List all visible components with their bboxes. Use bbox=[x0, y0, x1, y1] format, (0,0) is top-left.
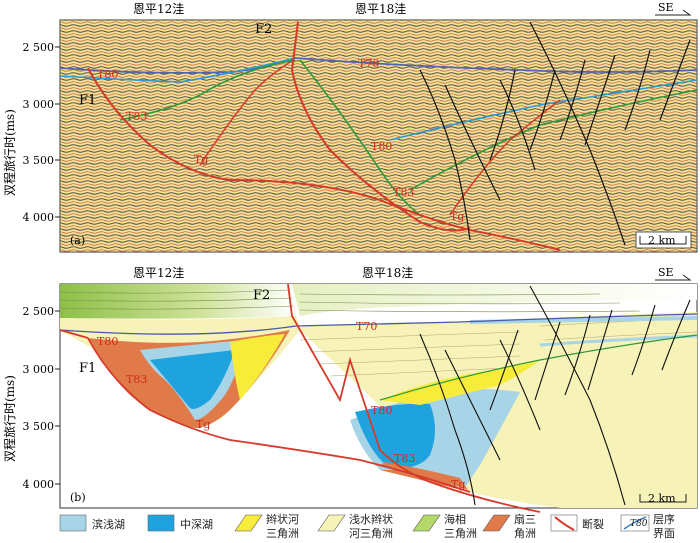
legend-label-deep-lake: 中深湖 bbox=[180, 518, 213, 531]
panel-b-label-tg-right: Tg bbox=[451, 478, 465, 491]
panel-a-horizon-t80-left bbox=[59, 57, 296, 83]
panel-b-ytick: 4 000 bbox=[23, 478, 55, 491]
panel-b-scale-bar bbox=[639, 494, 687, 503]
panel-a-sag-left-label: 恩平12洼 bbox=[133, 2, 184, 16]
panel-a-scale-bar bbox=[639, 236, 687, 245]
legend-swatch-deep-lake bbox=[147, 514, 175, 532]
panel-b-fault-f1 bbox=[87, 337, 471, 493]
panel-b-label-t70: T70 bbox=[356, 320, 377, 333]
panel-a-label-tg-left: Tg bbox=[194, 153, 208, 166]
legend-label-shore-lake: 滨浅湖 bbox=[92, 517, 125, 531]
panel-a-label-t70: T70 bbox=[358, 57, 379, 70]
panel-b: 恩平12洼 恩平18洼 SE bbox=[2, 266, 698, 513]
legend-swatch-shore-lake bbox=[59, 514, 87, 532]
panel-b-horizon-t70 bbox=[59, 313, 698, 335]
panel-b-fault-f2 bbox=[299, 329, 541, 513]
legend-label-sequence-boundary: 层序 bbox=[653, 512, 675, 526]
panel-a: 恩平12洼 恩平18洼 SE F2 bbox=[2, 1, 698, 253]
panel-b-fan-delta-right bbox=[380, 462, 468, 490]
panel-b-normal-faults bbox=[419, 285, 691, 506]
panel-a-horizon-t83-right bbox=[409, 89, 698, 191]
panel-a-direction-arrow-icon bbox=[655, 9, 692, 16]
panel-a-label-t80-left: T80 bbox=[97, 68, 118, 81]
panel-a-seismic-section bbox=[59, 19, 698, 253]
svg-text:角洲: 角洲 bbox=[514, 527, 536, 540]
svg-text:河三角洲: 河三角洲 bbox=[349, 527, 393, 540]
panel-b-label-t83-left: T83 bbox=[126, 373, 147, 386]
legend-label-fan-delta: 扇三 bbox=[514, 512, 536, 526]
legend-label-braided-delta: 辫状河 bbox=[266, 512, 299, 526]
panel-b-label-t80-right: T80 bbox=[371, 404, 392, 417]
panel-a-normal-faults bbox=[419, 21, 691, 246]
legend-label-fault: 断裂 bbox=[582, 517, 604, 531]
panel-b-ytick: 3 500 bbox=[23, 420, 55, 433]
panel-a-fault-label-f2: F2 bbox=[255, 22, 272, 37]
legend-swatch-fault bbox=[554, 516, 575, 531]
panel-b-sag-right-label: 恩平18洼 bbox=[362, 266, 413, 280]
panel-a-horizon-t70 bbox=[59, 57, 698, 74]
panel-a-scale-label: 2 km bbox=[648, 234, 676, 247]
panel-a-y-axis-title: 双程旅行时(ms) bbox=[2, 109, 17, 196]
legend-label-marine-delta: 海相 bbox=[444, 512, 466, 526]
panel-a-fault-label-f1: F1 bbox=[79, 93, 96, 108]
panel-b-deep-lake-right bbox=[355, 403, 435, 469]
panel-a-label-t80-right: T80 bbox=[371, 140, 392, 153]
panel-a-sag-right-label: 恩平18洼 bbox=[355, 2, 406, 16]
panel-a-direction-label: SE bbox=[658, 1, 674, 14]
panel-b-braided-delta bbox=[380, 360, 540, 405]
panel-b-label-t83-right: T83 bbox=[394, 452, 415, 465]
legend-swatch-sequence-boundary bbox=[623, 516, 647, 530]
legend: 滨浅湖 中深湖 辫状河 三角洲 浅水辫状 河三角洲 海相 三角洲 扇三 角洲 断… bbox=[59, 512, 675, 540]
panel-a-fault-f2 bbox=[290, 21, 471, 232]
legend-swatch-fan-delta bbox=[482, 514, 511, 532]
panel-a-ytick: 3 000 bbox=[23, 98, 55, 111]
panel-b-direction-label: SE bbox=[658, 266, 674, 279]
panel-a-horizon-t83-left bbox=[119, 59, 296, 121]
panel-b-ytick: 2 500 bbox=[23, 305, 55, 318]
panel-b-sag-left-label: 恩平12洼 bbox=[133, 266, 184, 280]
panel-b-ytick: 3 000 bbox=[23, 363, 55, 376]
legend-swatch-braided-delta bbox=[234, 514, 263, 532]
panel-a-label-tg-right: Tg bbox=[450, 210, 464, 223]
panel-b-fault-label-f1: F1 bbox=[79, 361, 96, 376]
panel-a-fault-f1 bbox=[87, 67, 561, 251]
panel-a-label-t83-left: T83 bbox=[126, 110, 147, 123]
panel-a-ytick: 4 000 bbox=[23, 211, 55, 224]
panel-b-direction-arrow-icon bbox=[655, 274, 692, 281]
panel-b-fault-label-f2: F2 bbox=[253, 288, 270, 303]
panel-a-horizon-green-right bbox=[299, 59, 421, 216]
panel-b-label-t80-left: T80 bbox=[97, 335, 118, 348]
legend-label-shallow-braided-delta: 浅水辫状 bbox=[349, 512, 393, 526]
panel-b-tag: (b) bbox=[70, 491, 86, 504]
panel-b-y-axis-title: 双程旅行时(ms) bbox=[2, 375, 17, 462]
panel-a-tag: (a) bbox=[70, 234, 85, 247]
panel-b-deep-lake-left bbox=[150, 350, 235, 409]
panel-a-horizon-t80-right bbox=[389, 79, 698, 141]
panel-a-label-t83-right: T83 bbox=[393, 186, 414, 199]
legend-swatch-shallow-braided-delta bbox=[317, 514, 346, 532]
svg-text:三角洲: 三角洲 bbox=[266, 527, 299, 540]
panel-a-ytick: 2 500 bbox=[23, 41, 55, 54]
panel-a-ytick: 3 500 bbox=[23, 154, 55, 167]
svg-text:界面: 界面 bbox=[653, 527, 675, 540]
svg-text:三角洲: 三角洲 bbox=[444, 527, 477, 540]
panel-b-scale-label: 2 km bbox=[648, 492, 676, 505]
legend-symbol-text: T80 bbox=[630, 519, 648, 529]
panel-b-label-tg-left: Tg bbox=[196, 418, 210, 431]
legend-swatch-marine-delta bbox=[412, 514, 441, 532]
